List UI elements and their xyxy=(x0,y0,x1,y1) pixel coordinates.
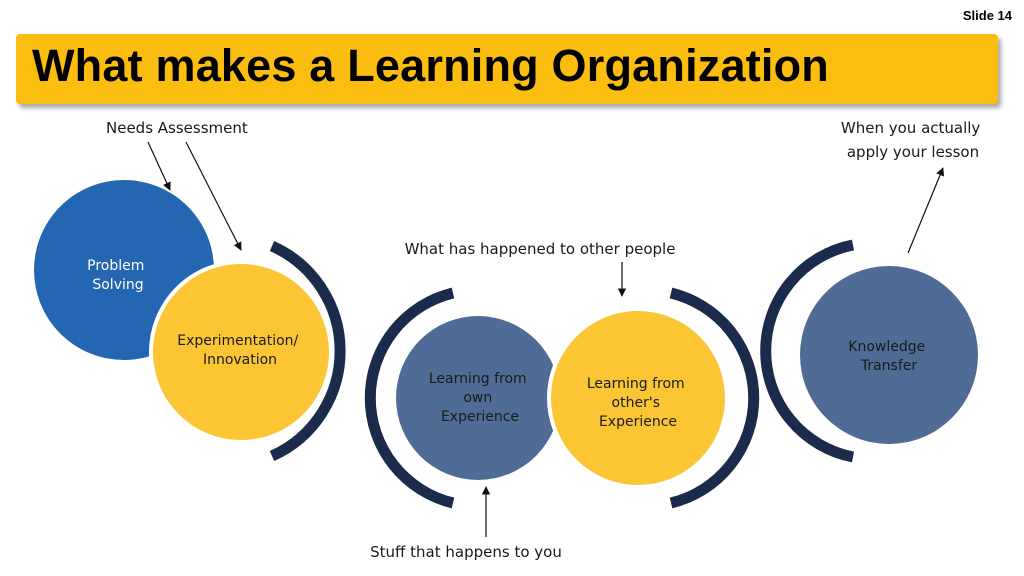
slide-title: What makes a Learning Organization xyxy=(32,40,829,91)
knowledge-transfer-circle xyxy=(800,266,978,444)
others-experience-label: Learning from other's Experience xyxy=(587,376,689,430)
slide-number: Slide 14 xyxy=(962,8,1012,23)
arrow-needs-to-problem-solving xyxy=(147,141,171,191)
left-group-bracket xyxy=(269,240,346,462)
other-people-label: What has happened to other people xyxy=(405,240,676,258)
experimentation-label: Experimentation/ Innovation xyxy=(177,333,302,368)
needs-assessment-label: Needs Assessment xyxy=(106,119,248,137)
stuff-happens-label: Stuff that happens to you xyxy=(370,543,562,561)
title-bar: What makes a Learning Organization xyxy=(16,34,998,104)
own-experience-circle xyxy=(396,316,560,480)
experimentation-circle xyxy=(149,260,333,444)
others-experience-circle xyxy=(547,307,729,489)
own-experience-label: Learning from own Experience xyxy=(429,371,531,425)
problem-solving-label: Problem Solving xyxy=(87,258,149,293)
apply-lesson-label: When you actually apply your lesson xyxy=(841,119,985,161)
knowledge-transfer-label: Knowledge Transfer xyxy=(848,339,929,374)
right-group-bracket xyxy=(760,239,855,463)
arrow-needs-to-experimentation xyxy=(185,141,242,251)
middle-left-bracket xyxy=(364,287,455,509)
middle-right-bracket xyxy=(669,287,760,509)
arrow-transfer-to-apply xyxy=(907,167,945,254)
